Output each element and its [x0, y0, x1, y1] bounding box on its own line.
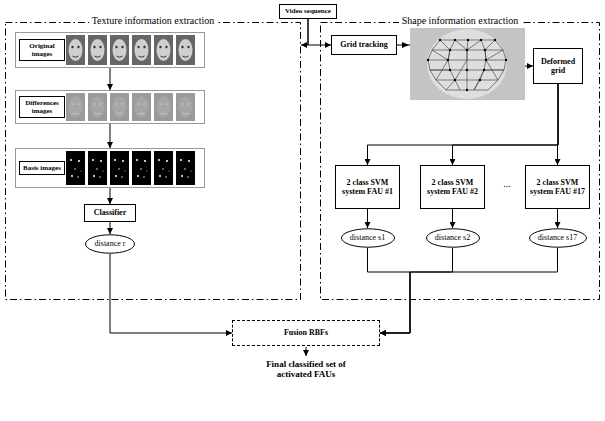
ellipsis: ...	[494, 178, 520, 190]
output-ellipse: distance s1	[341, 228, 395, 248]
node-text: 2 class SVM system FAU #17	[529, 178, 586, 196]
node-text: distance s2	[435, 233, 470, 242]
connector-arrow	[110, 68, 111, 90]
connector-arrow	[557, 84, 559, 165]
classifier-box: 2 class SVM system FAU #17	[525, 165, 590, 209]
output-ellipse: distance s17	[529, 228, 587, 248]
output-ellipse: distance s2	[426, 228, 480, 248]
node-text: Differences images	[19, 96, 65, 118]
output-ellipse: distance r	[85, 234, 135, 254]
node-text: distance r	[95, 239, 126, 248]
output-label: Final classified set of activated FAUs	[251, 359, 361, 380]
difference-images-strip	[66, 93, 195, 121]
region-heading: Shape information extraction	[399, 15, 522, 27]
node-text: Basis images	[19, 161, 65, 175]
input-box: Video sequence	[279, 4, 337, 19]
node-text: distance s1	[350, 233, 385, 242]
classifier-box: 2 class SVM system FAU #2	[420, 165, 485, 209]
dashed-region: Original imagesDifferences imagesBasis i…	[5, 22, 301, 300]
connector-arrow	[301, 19, 308, 45]
node-text: Original images	[19, 39, 65, 61]
connector-arrow	[110, 254, 232, 333]
node-text: 2 class SVM system FAU #1	[339, 178, 396, 196]
dashed-region: Grid trackingDeformed grid 2 class SVM sy…	[320, 22, 600, 300]
image-strip: Basis images	[15, 148, 205, 188]
node-text: Grid tracking	[340, 40, 387, 49]
connector-arrow	[367, 209, 368, 228]
connector-arrow	[110, 188, 111, 204]
node-text: 2 class SVM system FAU #2	[424, 178, 481, 196]
node-text: Fusion RBFs	[284, 328, 328, 337]
connector-arrow	[380, 248, 453, 333]
node-text: distance s17	[538, 233, 577, 242]
basis-images-strip	[66, 151, 195, 185]
node-text: Deformed grid	[537, 57, 579, 75]
image-strip: Differences images	[15, 90, 205, 124]
original-images-strip	[66, 35, 195, 65]
connector-arrow	[110, 124, 111, 148]
connector-arrow	[308, 19, 331, 45]
connector-arrow	[110, 222, 111, 234]
classifier-box: 2 class SVM system FAU #1	[335, 165, 400, 209]
process-box: Deformed grid	[533, 48, 583, 84]
region-heading: Texture information extraction	[89, 15, 218, 27]
face-grid-image	[402, 28, 525, 100]
node-text: Video sequence	[285, 7, 331, 15]
connector-arrow	[452, 209, 453, 228]
connector-arrow	[380, 248, 558, 333]
node-text: Classifier	[94, 208, 126, 217]
fusion-box: Fusion RBFs	[232, 320, 380, 346]
image-strip: Original images	[15, 32, 205, 68]
process-box: Classifier	[84, 204, 136, 222]
process-box: Grid tracking	[331, 35, 397, 55]
output-arrow	[306, 347, 307, 356]
connector-arrow	[557, 209, 558, 228]
